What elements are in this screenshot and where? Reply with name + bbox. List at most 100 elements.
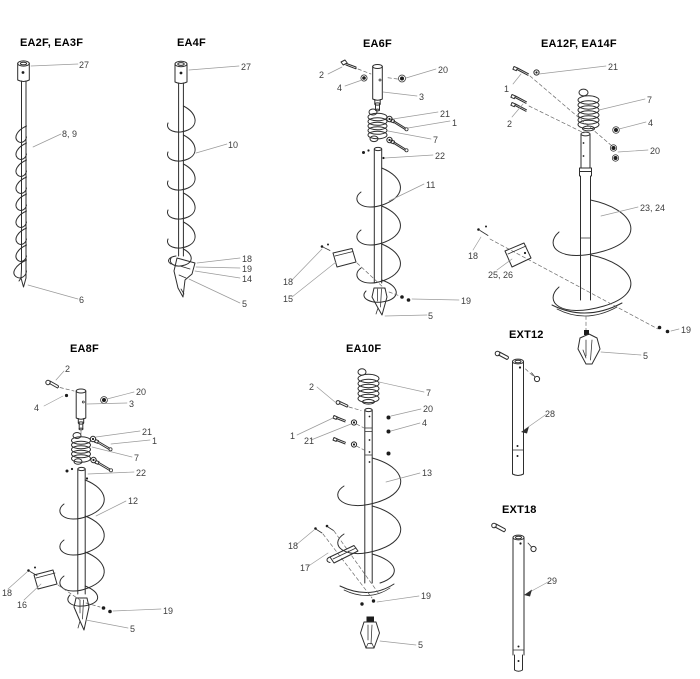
washer — [350, 419, 358, 426]
auger-shaft-top — [65, 466, 89, 595]
washer — [89, 435, 97, 443]
bolt — [332, 437, 346, 445]
callout-label: 7 — [426, 388, 432, 398]
screws — [314, 524, 334, 534]
auger-point-assembly — [168, 255, 196, 298]
drive-adapter — [75, 388, 87, 431]
bolt — [510, 102, 527, 112]
ea2f-ea3f-drawing — [13, 60, 79, 300]
ea6f-drawing — [291, 59, 460, 317]
auger-collar — [17, 60, 30, 82]
callout-label: 3 — [129, 399, 135, 409]
bolt — [390, 139, 409, 153]
auger-shaft-top — [362, 146, 385, 284]
auger-flighting — [59, 479, 105, 607]
callout-label: 7 — [647, 95, 653, 105]
callout-label: 13 — [422, 468, 433, 478]
bolt — [332, 415, 346, 423]
callout-label: 4 — [422, 418, 428, 428]
callout-label: 18 — [2, 588, 13, 598]
auger-point — [360, 616, 380, 649]
blade — [326, 545, 359, 564]
panel-title-ext18: EXT18 — [502, 504, 537, 516]
ext12-drawing — [494, 350, 547, 476]
callout-label: 20 — [136, 387, 147, 397]
callout-label: 22 — [136, 468, 147, 478]
ea8f-drawing — [7, 370, 162, 631]
auger-shaft — [21, 80, 27, 270]
panel-title-ea2f-ea3f: EA2F, EA3F — [20, 37, 84, 49]
spring — [367, 108, 388, 143]
callout-label: 14 — [242, 274, 253, 284]
callout-label: 21 — [440, 109, 451, 119]
panel-title-ext12: EXT12 — [509, 329, 544, 341]
auger-flighting — [337, 457, 402, 596]
panel-title-ea8f: EA8F — [70, 343, 99, 355]
panel-title-ea4f: EA4F — [177, 37, 206, 49]
callout-label: 2 — [507, 119, 513, 129]
clevis-pin — [494, 350, 509, 360]
callout-label: 5 — [643, 351, 649, 361]
spring — [357, 368, 380, 405]
callout-label: 21 — [304, 436, 315, 446]
callout-label: 18 — [468, 251, 479, 261]
auger-tip — [18, 268, 27, 288]
callout-label: 20 — [423, 404, 434, 414]
callout-label: 19 — [421, 591, 432, 601]
hex-nut-small — [64, 393, 69, 398]
callout-label: 10 — [228, 140, 239, 150]
callout-label: 5 — [418, 640, 424, 650]
callout-label: 1 — [152, 436, 158, 446]
callout-label: 27 — [79, 60, 90, 70]
clevis-pin — [491, 522, 506, 533]
callout-label: 1 — [452, 118, 458, 128]
washer — [350, 441, 358, 448]
hex-nuts — [609, 144, 620, 162]
extension-tube — [512, 534, 525, 672]
callout-label: 18 — [242, 254, 253, 264]
blade-plate — [504, 242, 532, 268]
auger-point — [371, 287, 388, 316]
spring — [71, 432, 91, 465]
hex-nut — [398, 74, 406, 83]
callout-label: 19 — [681, 325, 692, 335]
callout-label: 2 — [65, 364, 71, 374]
blade-plate — [332, 248, 357, 268]
callout-label: 27 — [241, 62, 252, 72]
auger-flighting — [551, 199, 632, 317]
panel-title-ea12f-ea14f: EA12F, EA14F — [541, 38, 617, 50]
hex-nut-small — [612, 126, 620, 134]
auger-shaft — [579, 131, 592, 301]
callout-label: 5 — [242, 299, 248, 309]
callout-label: 18 — [283, 277, 294, 287]
callout-label: 20 — [650, 146, 661, 156]
callout-label: 1 — [290, 431, 296, 441]
auger-point — [577, 330, 601, 365]
ea12f-ea14f-drawing — [472, 65, 680, 365]
callout-label: 19 — [163, 606, 174, 616]
clevis-pin — [45, 379, 59, 389]
callout-label: 20 — [438, 65, 449, 75]
callout-label: 21 — [608, 62, 619, 72]
callout-label: 18 — [288, 541, 299, 551]
callout-label: 5 — [130, 624, 136, 634]
callout-label: 1 — [504, 84, 510, 94]
panel-title-ea10f: EA10F — [346, 343, 382, 355]
auger-shaft — [364, 407, 373, 584]
callout-label: 8, 9 — [62, 129, 78, 139]
hex-nuts — [386, 415, 391, 456]
washer — [533, 69, 540, 76]
auger-shaft — [178, 82, 184, 257]
auger-flighting — [356, 167, 401, 303]
screw — [477, 225, 489, 236]
ext18-drawing — [491, 522, 550, 672]
hex-nut — [100, 396, 108, 404]
bolt — [94, 460, 113, 473]
bolt — [94, 439, 113, 452]
callout-label: 4 — [34, 403, 40, 413]
callout-label: 19 — [242, 264, 253, 274]
nuts — [360, 599, 376, 606]
callout-label: 28 — [545, 409, 556, 419]
